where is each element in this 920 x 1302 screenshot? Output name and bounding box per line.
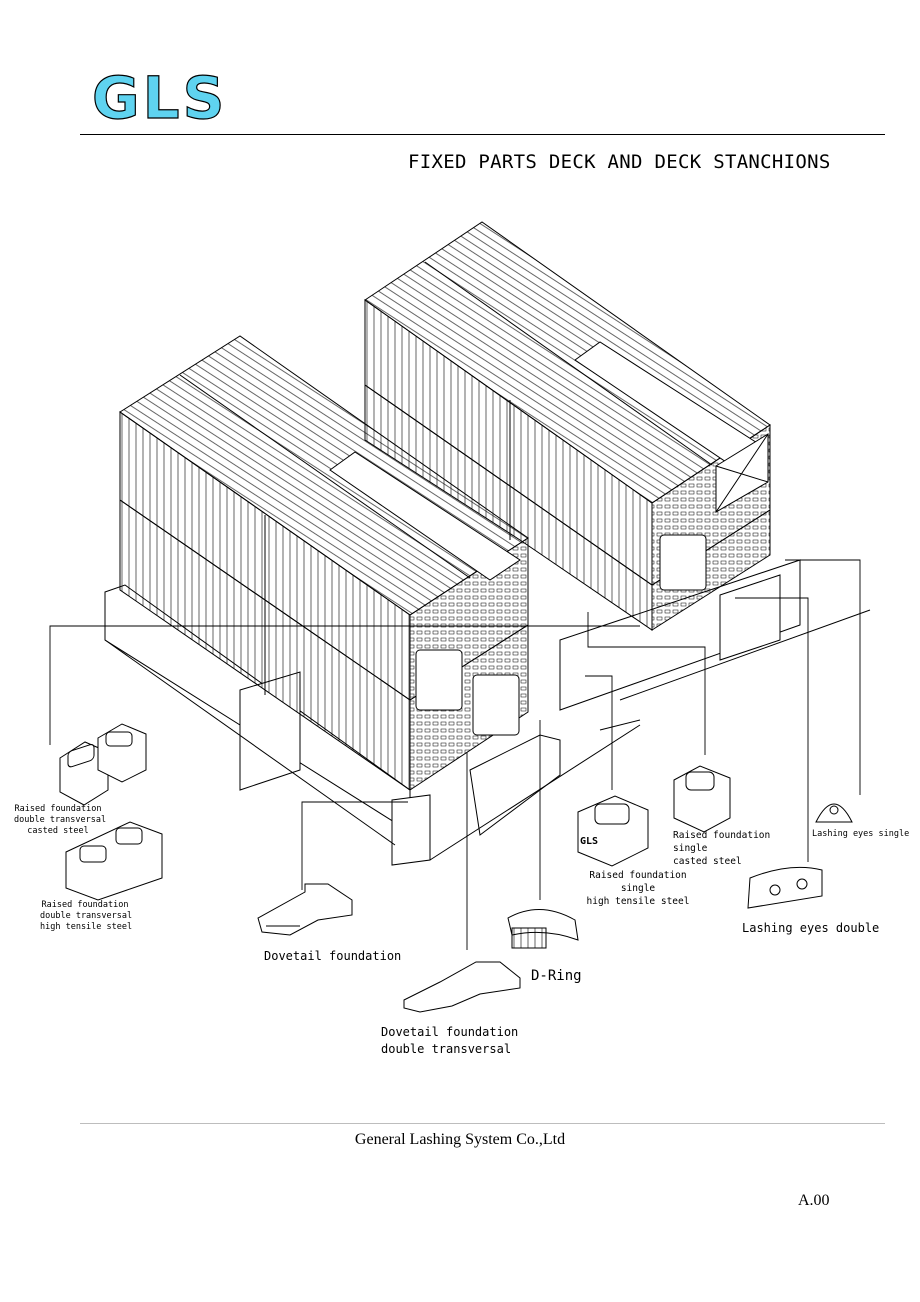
label-raised-double-hts: Raised foundation double transversal hig… — [40, 900, 133, 932]
company-name: General Lashing System Co.,Ltd — [354, 1131, 566, 1148]
container-stack-left — [119, 335, 529, 791]
container-stack-right — [364, 221, 771, 631]
label-d-ring: D-Ring — [531, 968, 582, 984]
lashing-eye-single-drawing — [815, 803, 853, 823]
raised-foundation-single-cast-drawing — [673, 765, 731, 833]
gls-logo: GLS — [91, 66, 227, 126]
logo-text: GLS — [92, 66, 227, 126]
label-lashing-single: Lashing eyes single — [812, 829, 910, 839]
page-title: FIXED PARTS DECK AND DECK STANCHIONS — [408, 151, 831, 173]
raised-foundation-single-hts-drawing — [577, 795, 649, 867]
raised-foundation-double-hts-drawing — [65, 821, 163, 901]
label-raised-single-hts: Raised foundation single high tensile st… — [586, 870, 690, 907]
label-dovetail-double: Dovetail foundation double transversal — [381, 1025, 519, 1056]
label-lashing-double: Lashing eyes double — [742, 921, 880, 935]
part-marking: GLS — [580, 836, 599, 847]
label-raised-single-cast: Raised foundation single casted steel — [673, 830, 771, 867]
label-raised-double-cast: Raised foundation double transversal cas… — [14, 804, 107, 836]
raised-foundation-double-casted-drawing — [59, 723, 147, 806]
footer-rule — [80, 1123, 885, 1124]
label-dovetail: Dovetail foundation — [264, 949, 402, 963]
lashing-eye-double-drawing — [747, 866, 823, 909]
dovetail-foundation-drawing — [257, 883, 353, 936]
dovetail-foundation-double-drawing — [403, 961, 521, 1013]
leader-lines — [49, 559, 861, 950]
page-code: A.00 — [798, 1192, 830, 1209]
deck-base — [104, 559, 871, 866]
header-rule — [80, 134, 885, 135]
d-ring-drawing — [507, 909, 579, 949]
